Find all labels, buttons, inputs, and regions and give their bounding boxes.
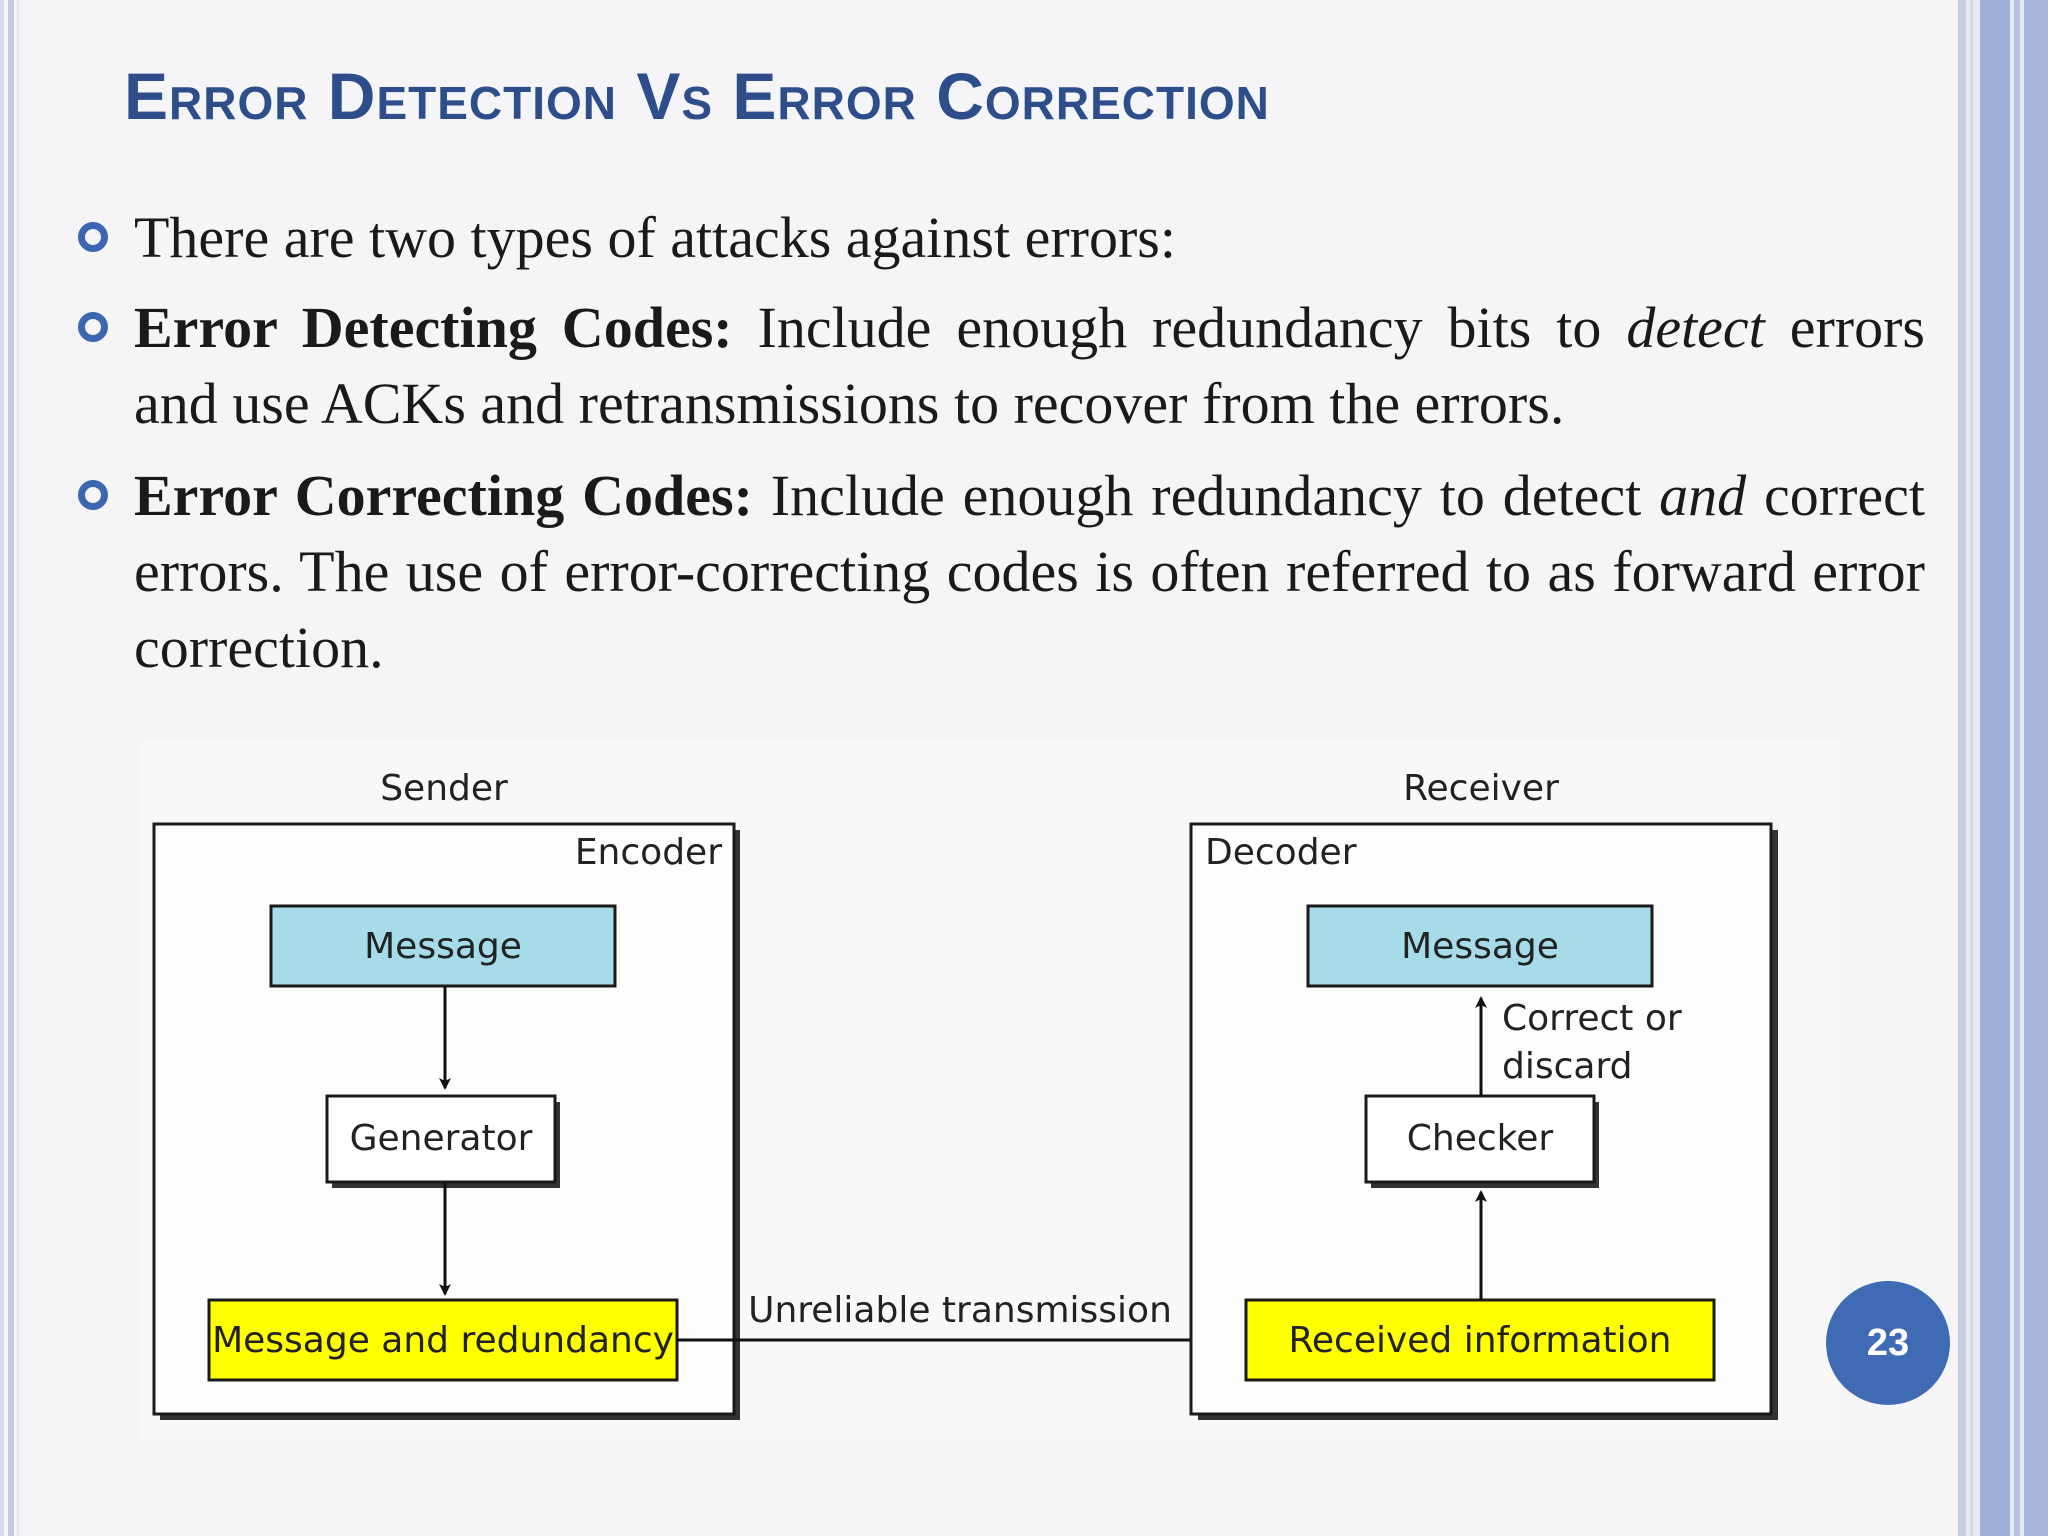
checker-box-shadow [1371, 1102, 1599, 1188]
message-and-redundancy-box [207, 1298, 679, 1382]
receiver-message-label: Message [1401, 926, 1559, 967]
bullet-detecting-term: Error Detecting Codes: [134, 295, 733, 360]
decoder-label: Decoder [1205, 832, 1357, 873]
ring-bullet-icon [78, 222, 108, 252]
right-border-stripe [1980, 0, 2010, 1536]
generator-box-shadow [332, 1102, 560, 1188]
right-border-stripe [2024, 0, 2048, 1536]
bullet-detecting-text: Include enough redundancy bits to [732, 295, 1627, 360]
sender-message-box [269, 904, 617, 988]
encoder-box-shadow [160, 830, 740, 1420]
ring-bullet-icon [78, 480, 108, 510]
bullet-list: There are two types of attacks against e… [70, 200, 1925, 702]
sender-message-label: Message [364, 926, 522, 967]
decoder-box-shadow [1198, 830, 1778, 1420]
receiver-label: Receiver [1403, 768, 1559, 809]
left-border-stripe [0, 0, 4, 1536]
correct-or-label: Correct or [1502, 998, 1682, 1039]
encoder-label: Encoder [575, 832, 722, 873]
generator-label: Generator [350, 1118, 533, 1159]
left-border-stripe [8, 0, 14, 1536]
bullet-detecting-text-rest: errors and use ACKs and retransmissions … [134, 295, 1925, 436]
right-border-stripe [2014, 0, 2020, 1536]
checker-box [1364, 1094, 1596, 1184]
received-information-box [1244, 1298, 1716, 1382]
generator-box [325, 1094, 557, 1184]
discard-label: discard [1502, 1046, 1632, 1087]
right-border-stripe [1970, 0, 1973, 1536]
diagram-panel [140, 740, 1840, 1440]
transmission-label: Unreliable transmission [748, 1290, 1172, 1331]
slide-title: Error Detection Vs Error Correction [124, 59, 1270, 133]
bullet-correcting-text: Include enough redundancy to detect [752, 463, 1660, 528]
bullet-correcting-emphasis: and [1659, 463, 1747, 528]
bullet-detecting: Error Detecting Codes: Include enough re… [70, 290, 1925, 442]
ring-bullet-icon [78, 312, 108, 342]
bullet-intro: There are two types of attacks against e… [70, 200, 1925, 276]
sender-label: Sender [380, 768, 508, 809]
bullet-detecting-emphasis: detect [1626, 295, 1765, 360]
receiver-message-box [1306, 904, 1654, 988]
checker-label: Checker [1407, 1118, 1554, 1159]
message-and-redundancy-label: Message and redundancy [212, 1320, 674, 1361]
page-number-badge: 23 [1826, 1281, 1950, 1405]
bullet-correcting-text-rest: correct errors. The use of error-correct… [134, 463, 1925, 680]
bullet-correcting: Error Correcting Codes: Include enough r… [70, 458, 1925, 686]
right-border-stripe [1958, 0, 1966, 1536]
decoder-box [1189, 822, 1773, 1416]
left-border-stripe [17, 0, 19, 1536]
bullet-intro-text: There are two types of attacks against e… [134, 205, 1176, 270]
bullet-correcting-term: Error Correcting Codes: [134, 463, 753, 528]
received-information-label: Received information [1288, 1320, 1671, 1361]
encoder-box [152, 822, 736, 1416]
